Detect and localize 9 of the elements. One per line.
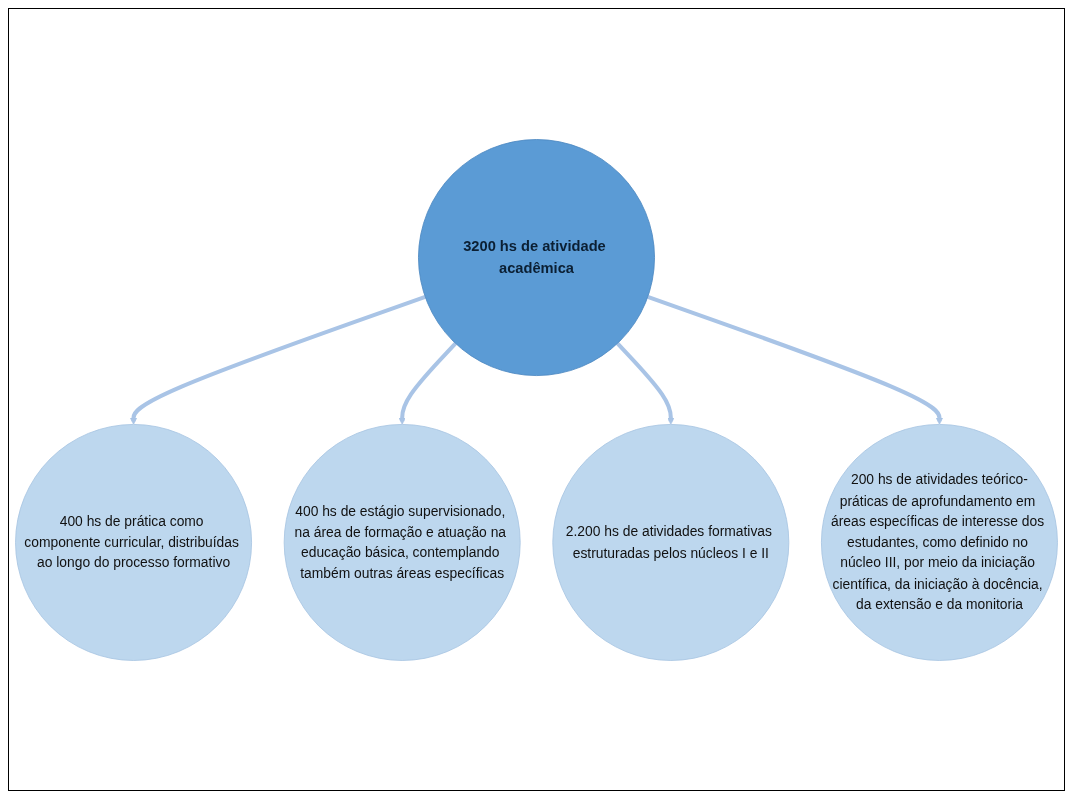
arrow [130, 294, 426, 425]
node-circle: 3200 hs de atividade acadêmica [418, 138, 655, 376]
arrow [616, 341, 675, 425]
node-circle: 400 hs de estágio supervisionado, na área de formação e atuação na educação básica, contemplando também outras áreas específicas [283, 423, 521, 661]
arrow [398, 341, 457, 425]
node-circle: 400 hs de prática como componente curricular, distribuídas ao longo do processo formativo [15, 423, 252, 661]
arrow [647, 294, 943, 425]
node-circle: 2.200 hs de atividades formativas estruturadas pelos núcleos I e II [552, 423, 790, 661]
node-circle: 200 hs de atividades teórico-práticas de aprofundamento em áreas específicas de interesse dos estudantes, como definido no núcleo III, por meio da iniciação científica, da iniciação à docência, da extensão e da monitoria [821, 423, 1058, 661]
